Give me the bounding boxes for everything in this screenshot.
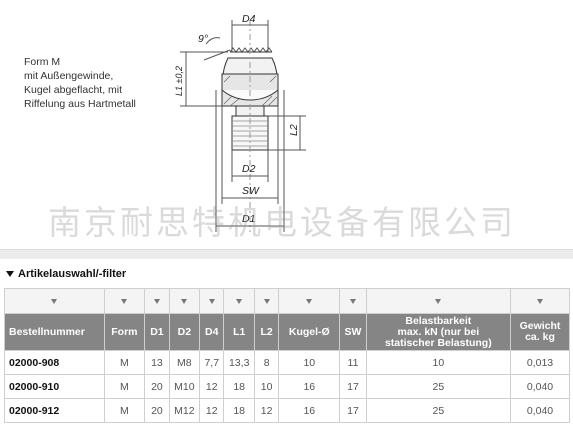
cell-d4: 12	[199, 398, 225, 423]
filter-d1[interactable]	[144, 288, 170, 314]
dropdown-arrow-icon	[435, 299, 442, 304]
description-line: mit Außengewinde,	[24, 70, 114, 82]
dropdown-arrow-icon	[349, 299, 356, 304]
cell-kugel: 10	[278, 350, 341, 375]
filter-sw[interactable]	[339, 288, 367, 314]
header-line: max. kN (nur bei	[397, 325, 480, 338]
filter-bestellnummer[interactable]	[4, 288, 105, 314]
cell-sw: 17	[339, 398, 367, 423]
col-header-bestellnummer[interactable]: Bestellnummer	[4, 313, 105, 351]
article-table: Bestellnummer Form D1 D2 D4 L1 L2 Kugel-…	[4, 288, 571, 423]
col-header-d2[interactable]: D2	[168, 313, 201, 351]
filter-toggle[interactable]: Artikelauswahl/-filter	[6, 268, 126, 280]
cell-l2: 12	[253, 398, 280, 423]
col-header-d1[interactable]: D1	[144, 313, 170, 351]
collapse-triangle-icon	[6, 271, 14, 277]
col-header-kugel[interactable]: Kugel-Ø	[278, 313, 341, 351]
cell-l1: 18	[223, 398, 255, 423]
cell-bestellnummer[interactable]: 02000-910	[4, 374, 105, 399]
cell-form: M	[103, 350, 146, 375]
filter-form[interactable]	[103, 288, 146, 314]
cell-gewicht: 0,040	[509, 398, 571, 423]
table-row[interactable]: 02000-908 M 13 M8 7,7 13,3 8 10 11 10 0,…	[4, 350, 571, 375]
filter-gewicht[interactable]	[509, 288, 571, 314]
filter-l1[interactable]	[223, 288, 255, 314]
cell-d4: 12	[199, 374, 225, 399]
col-header-sw[interactable]: SW	[339, 313, 367, 351]
l1-label: L1 ±0,2	[174, 66, 184, 96]
cell-d1: 20	[144, 374, 170, 399]
cell-kugel: 16	[278, 398, 341, 423]
cell-belastbarkeit: 25	[365, 374, 511, 399]
filter-belastbarkeit[interactable]	[365, 288, 511, 314]
cell-l2: 10	[253, 374, 280, 399]
cell-d1: 13	[144, 350, 170, 375]
cell-l2: 8	[253, 350, 280, 375]
dropdown-arrow-icon	[153, 299, 160, 304]
dropdown-arrow-icon	[236, 299, 243, 304]
col-header-l1[interactable]: L1	[223, 313, 255, 351]
description-line: Riffelung aus Hartmetall	[24, 98, 136, 110]
cell-sw: 11	[339, 350, 367, 375]
header-line: Belastbarkeit	[405, 314, 472, 327]
col-header-d4[interactable]: D4	[199, 313, 225, 351]
table-row[interactable]: 02000-910 M 20 M10 12 18 10 16 17 25 0,0…	[4, 374, 571, 399]
cell-gewicht: 0,013	[509, 350, 571, 375]
cell-d2: M8	[168, 350, 201, 375]
cell-l1: 18	[223, 374, 255, 399]
dropdown-arrow-icon	[208, 299, 215, 304]
dropdown-arrow-icon	[536, 299, 543, 304]
product-illustration-area: Form M mit Außengewinde, Kugel abgeflach…	[24, 13, 516, 242]
col-header-form[interactable]: Form	[103, 313, 146, 351]
cell-l1: 13,3	[223, 350, 255, 375]
technical-drawing: 9° D4 L1 ±0,2 L2 D2 SW D1	[174, 13, 306, 232]
cell-d2: M12	[168, 398, 201, 423]
cell-d1: 20	[144, 398, 170, 423]
dropdown-arrow-icon	[181, 299, 188, 304]
header-line: statischer Belastung)	[384, 336, 492, 349]
header-row: Bestellnummer Form D1 D2 D4 L1 L2 Kugel-…	[4, 313, 571, 351]
d1-label: D1	[242, 213, 255, 225]
l2-label: L2	[288, 124, 300, 136]
cell-form: M	[103, 374, 146, 399]
description-line: Kugel abgeflacht, mit	[24, 84, 123, 96]
cell-belastbarkeit: 25	[365, 398, 511, 423]
sw-label: SW	[242, 185, 260, 197]
variant-description: Form M mit Außengewinde, Kugel abgeflach…	[24, 55, 136, 111]
filter-d2[interactable]	[168, 288, 201, 314]
knurled-face	[229, 47, 273, 53]
cell-bestellnummer[interactable]: 02000-908	[4, 350, 105, 375]
cell-form: M	[103, 398, 146, 423]
filter-d4[interactable]	[199, 288, 225, 314]
dropdown-arrow-icon	[51, 299, 58, 304]
cell-kugel: 16	[278, 374, 341, 399]
header-line: Gewicht	[519, 320, 561, 332]
cell-belastbarkeit: 10	[365, 350, 511, 375]
d2-label: D2	[242, 163, 256, 175]
filter-row	[4, 288, 571, 314]
col-header-l2[interactable]: L2	[253, 313, 280, 351]
d4-label: D4	[242, 13, 256, 25]
filter-title: Artikelauswahl/-filter	[18, 268, 127, 280]
angle-label: 9°	[198, 33, 208, 45]
dropdown-arrow-icon	[263, 299, 270, 304]
cell-bestellnummer[interactable]: 02000-912	[4, 398, 105, 423]
dropdown-arrow-icon	[121, 299, 128, 304]
header-line: ca. kg	[525, 331, 555, 343]
dropdown-arrow-icon	[306, 299, 313, 304]
cell-d4: 7,7	[199, 350, 225, 375]
section-divider	[0, 249, 573, 259]
col-header-gewicht[interactable]: Gewicht ca. kg	[509, 313, 571, 351]
description-line: Form M	[24, 56, 61, 68]
cell-d2: M10	[168, 374, 201, 399]
filter-l2[interactable]	[253, 288, 280, 314]
cell-gewicht: 0,040	[509, 374, 571, 399]
table-row[interactable]: 02000-912 M 20 M12 12 18 12 16 17 25 0,0…	[4, 398, 571, 423]
watermark-text: 南京耐思特机电设备有限公司	[48, 203, 516, 242]
col-header-belastbarkeit[interactable]: Belastbarkeit max. kN (nur bei statische…	[365, 313, 511, 351]
filter-kugel[interactable]	[278, 288, 341, 314]
cell-sw: 17	[339, 374, 367, 399]
